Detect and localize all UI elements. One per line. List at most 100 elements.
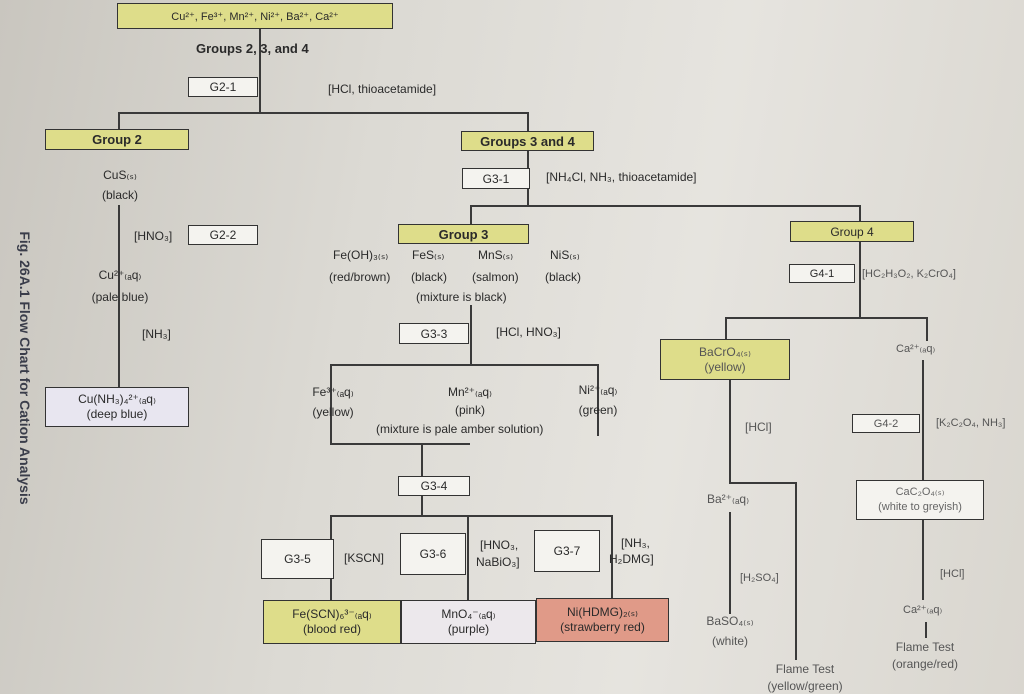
connector xyxy=(470,205,860,207)
connector xyxy=(467,515,469,600)
step-g3-5: G3-5 xyxy=(261,539,334,579)
reagent-g3-5: [KSCN] xyxy=(344,551,385,565)
color-fes: (black) xyxy=(411,270,448,284)
flame-test-ba: Flame Test xyxy=(775,662,835,676)
connector xyxy=(330,515,612,517)
connector xyxy=(922,360,924,480)
color-baso4: (white) xyxy=(711,634,748,648)
connector xyxy=(330,364,598,366)
step-g2-1: G2-1 xyxy=(188,77,258,97)
step-g3-1: G3-1 xyxy=(462,168,530,189)
connector xyxy=(729,512,731,614)
step-g3-3: G3-3 xyxy=(399,323,469,344)
connector xyxy=(597,364,599,436)
reagent-g2-2: [HNO₃] xyxy=(134,229,173,243)
color-mns: (salmon) xyxy=(472,270,519,284)
connector xyxy=(725,317,727,339)
step-g2-2: G2-2 xyxy=(188,225,258,245)
color-mn: (pink) xyxy=(454,403,485,417)
color-cu: (pale blue) xyxy=(91,290,149,304)
flame-color-ba: (yellow/green) xyxy=(767,679,843,693)
connector xyxy=(259,28,261,113)
connector xyxy=(729,380,731,482)
flame-test-ca: Flame Test xyxy=(895,640,955,654)
figure-caption: Fig. 26A.1 Flow Chart for Cation Analysi… xyxy=(17,231,33,505)
species-cac2o4: CaC₂O₄₍ₛ₎ xyxy=(895,486,945,498)
step-g4-1: G4-1 xyxy=(789,264,855,283)
connector xyxy=(611,515,613,600)
species-fe: Fe³⁺₍ₐq₎ xyxy=(312,385,354,399)
species-fes: FeS₍ₛ₎ xyxy=(412,248,445,262)
color-bacro4: (yellow) xyxy=(704,359,746,374)
connector xyxy=(527,112,529,132)
reagent-h2so4: [H₂SO₄] xyxy=(740,572,779,584)
species-ba-aq: Ba²⁺₍ₐq₎ xyxy=(707,492,750,506)
result-mno4: MnO₄⁻₍ₐq₎ (purple) xyxy=(401,600,536,644)
species-ni: Ni²⁺₍ₐq₎ xyxy=(578,383,618,397)
connector xyxy=(330,364,332,444)
reagent-g3-1: [NH₄Cl, NH₃, thioacetamide] xyxy=(546,170,697,184)
connector xyxy=(859,242,861,318)
color-nis: (black) xyxy=(545,270,582,284)
result-cu-nh3: Cu(NH₃)₄²⁺₍ₐq₎ (deep blue) xyxy=(45,387,189,427)
reagent-hcl-ba: [HCl] xyxy=(745,420,772,434)
color-cac2o4: (white to greyish) xyxy=(878,501,962,513)
starting-cations: Cu²⁺, Fe³⁺, Mn²⁺, Ni²⁺, Ba²⁺, Ca²⁺ xyxy=(117,3,393,29)
group-2: Group 2 xyxy=(45,129,189,150)
species-cus: CuS₍ₛ₎ xyxy=(103,168,137,182)
species-ni-hdmg: Ni(HDMG)₂₍ₛ₎ xyxy=(566,605,638,619)
reagent-g3-7-line2: H₂DMG] xyxy=(609,552,654,566)
step-g3-6: G3-6 xyxy=(400,533,466,575)
connector xyxy=(795,482,797,660)
species-mns: MnS₍ₛ₎ xyxy=(478,248,514,262)
result-bacro4: BaCrO₄₍ₛ₎ (yellow) xyxy=(660,339,790,380)
step-g4-2: G4-2 xyxy=(852,414,920,433)
color-cus: (black) xyxy=(101,188,138,202)
connector xyxy=(859,205,861,223)
connector xyxy=(922,520,924,600)
connector xyxy=(729,482,796,484)
connector xyxy=(330,443,470,445)
species-mno4: MnO₄⁻₍ₐq₎ xyxy=(441,607,496,621)
flame-color-ca: (orange/red) xyxy=(891,657,959,671)
connector xyxy=(725,317,927,319)
step-g3-7: G3-7 xyxy=(534,530,600,572)
reagent-g2-1: [HCl, thioacetamide] xyxy=(328,82,437,96)
color-ni-hdmg: (strawberry red) xyxy=(560,620,645,634)
aqueous-mixture-note: (mixture is pale amber solution) xyxy=(376,422,544,436)
group-3-mixture-note: (mixture is black) xyxy=(416,290,507,304)
groups-3-and-4: Groups 3 and 4 xyxy=(461,131,594,151)
connector xyxy=(118,205,120,388)
species-fe-scn: Fe(SCN)₆³⁻₍ₐq₎ xyxy=(292,607,372,621)
connector xyxy=(118,112,528,114)
species-cu: Cu²⁺₍ₐq₎ xyxy=(98,268,142,282)
connector xyxy=(118,112,120,130)
species-mn: Mn²⁺₍ₐq₎ xyxy=(447,385,493,399)
result-cac2o4: CaC₂O₄₍ₛ₎ (white to greyish) xyxy=(856,480,984,520)
step-g3-4: G3-4 xyxy=(398,476,470,496)
connector xyxy=(926,317,928,341)
species-baso4: BaSO₄₍ₛ₎ xyxy=(706,614,754,628)
species-feoh3: Fe(OH)₃₍ₛ₎ xyxy=(333,248,389,262)
color-fe-scn: (blood red) xyxy=(302,622,362,636)
species-ca-aq-2: Ca²⁺₍ₐq₎ xyxy=(903,604,943,616)
reagent-g3-6-line2: NaBiO₃] xyxy=(476,555,520,569)
species-bacro4: BaCrO₄₍ₛ₎ xyxy=(699,344,751,359)
connector xyxy=(470,205,472,225)
species-ca-aq: Ca²⁺₍ₐq₎ xyxy=(896,343,936,355)
reagent-g3-3: [HCl, HNO₃] xyxy=(496,325,561,339)
reagent-g3-6-line1: [HNO₃, xyxy=(480,538,519,552)
groups-label: Groups 2, 3, and 4 xyxy=(196,41,309,56)
color-fe: (yellow) xyxy=(312,405,354,419)
color-feoh3: (red/brown) xyxy=(329,270,391,284)
group-4: Group 4 xyxy=(790,221,914,242)
group-3: Group 3 xyxy=(398,224,529,244)
reagent-g3-7-line1: [NH₃, xyxy=(621,536,650,550)
color-cu-nh3: (deep blue) xyxy=(86,407,148,421)
result-ni-hdmg: Ni(HDMG)₂₍ₛ₎ (strawberry red) xyxy=(536,598,669,642)
species-cu-nh3: Cu(NH₃)₄²⁺₍ₐq₎ xyxy=(78,392,156,406)
reagent-hcl-ca: [HCl] xyxy=(940,568,965,580)
connector xyxy=(470,305,472,365)
species-nis: NiS₍ₛ₎ xyxy=(550,248,580,262)
